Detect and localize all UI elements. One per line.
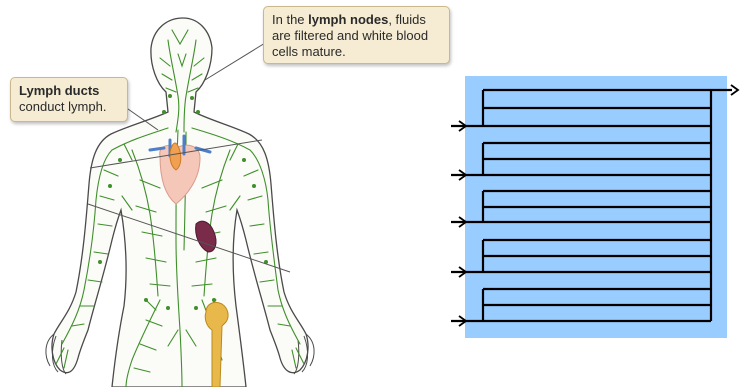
flow-diagram	[451, 76, 738, 338]
outlet-arrow	[731, 85, 738, 95]
lymph-nodes-callout: In the lymph nodes, fluids are filtered …	[263, 6, 450, 64]
callout-ducts-post: conduct lymph.	[19, 99, 106, 114]
lymph-ducts-callout: Lymph ducts conduct lymph.	[10, 77, 128, 122]
callout-nodes-bold: lymph nodes	[308, 12, 388, 27]
leader-line-nodes	[205, 40, 270, 80]
lymphatic-system-illustration	[46, 18, 314, 387]
callout-nodes-pre: In the	[272, 12, 308, 27]
callout-ducts-bold: Lymph ducts	[19, 83, 99, 98]
